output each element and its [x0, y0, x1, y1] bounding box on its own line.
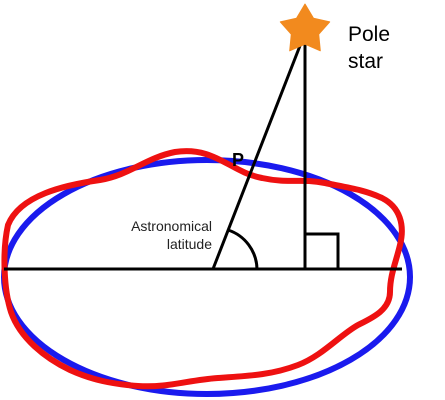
latitude-label-line2: latitude — [167, 236, 212, 252]
zenith-line — [211, 37, 305, 270]
latitude-label-line1: Astronomical — [131, 218, 212, 234]
point-p-label: P — [232, 150, 244, 170]
pole-star-label-line2: star — [348, 50, 383, 73]
geoid-outline — [1, 148, 405, 390]
right-angle-marker — [305, 232, 340, 269]
pole-star-label-line1: Pole — [348, 23, 390, 46]
star-icon — [279, 3, 331, 52]
angle-arc — [227, 228, 259, 270]
reference-ellipse — [1, 157, 413, 397]
